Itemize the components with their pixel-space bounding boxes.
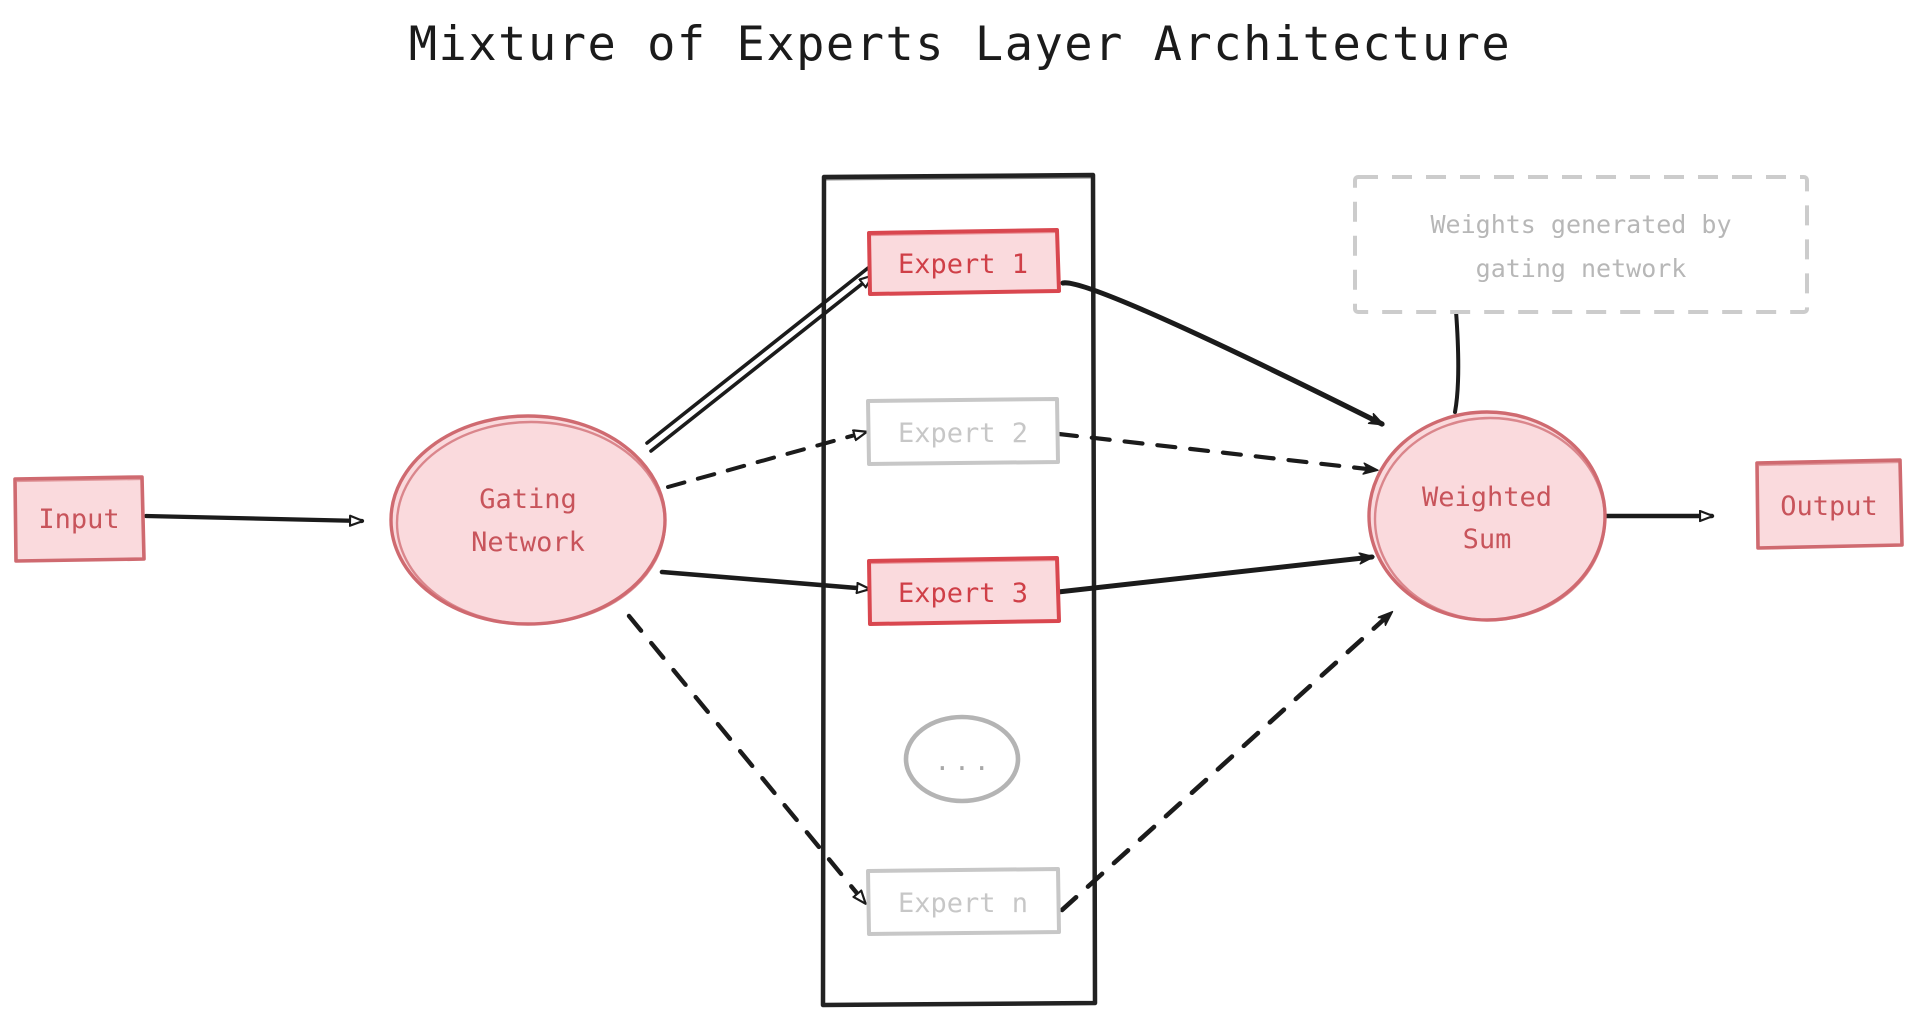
- note-weights-generated: Weights generated by gating network: [1353, 175, 1809, 314]
- edge-gating-to-expert3: [659, 569, 872, 589]
- node-gating-label-line-1: Gating: [479, 484, 577, 515]
- edge-expertn-to-weighted-sum: [1059, 610, 1394, 913]
- experts-container: [820, 172, 1098, 1008]
- node-expert-n[interactable]: Expert n: [866, 867, 1061, 936]
- edge-gating-to-expert2: [666, 432, 866, 489]
- note-line-1: Weights generated by: [1430, 210, 1731, 239]
- node-input-label: Input: [38, 504, 119, 535]
- node-ellipsis: ...: [903, 714, 1021, 804]
- node-ellipsis-label: ...: [935, 747, 994, 777]
- edge-input-to-gating: [143, 513, 365, 521]
- node-expert-n-label: Expert n: [898, 888, 1028, 919]
- node-weighted-sum-label-line-1: Weighted: [1422, 482, 1552, 513]
- node-output[interactable]: Output: [1755, 458, 1904, 550]
- edge-expert3-to-weighted-sum: [1055, 557, 1372, 595]
- node-output-label: Output: [1780, 491, 1878, 522]
- node-expert-1[interactable]: Expert 1: [867, 228, 1061, 296]
- edge-gating-to-expertn: [626, 613, 868, 906]
- node-expert-3-label: Expert 3: [898, 578, 1028, 609]
- node-gating-network[interactable]: Gating Network: [389, 414, 667, 626]
- node-expert-2[interactable]: Expert 2: [866, 397, 1060, 466]
- edge-gating-to-expert1: [645, 266, 872, 453]
- node-expert-2-label: Expert 2: [898, 418, 1028, 449]
- node-weighted-sum[interactable]: Weighted Sum: [1367, 410, 1607, 622]
- page-title: Mixture of Experts Layer Architecture: [409, 17, 1511, 72]
- node-expert-3[interactable]: Expert 3: [867, 556, 1061, 626]
- note-line-2: gating network: [1476, 254, 1687, 283]
- node-expert-1-label: Expert 1: [898, 249, 1028, 280]
- node-gating-label-line-2: Network: [471, 527, 585, 558]
- edge-expert2-to-weighted-sum: [1056, 431, 1376, 470]
- node-weighted-sum-label-line-2: Sum: [1463, 524, 1512, 555]
- edge-note-to-weighted-sum: [1453, 309, 1461, 414]
- edge-expert1-to-weighted-sum: [1060, 280, 1385, 427]
- node-input[interactable]: Input: [13, 475, 146, 563]
